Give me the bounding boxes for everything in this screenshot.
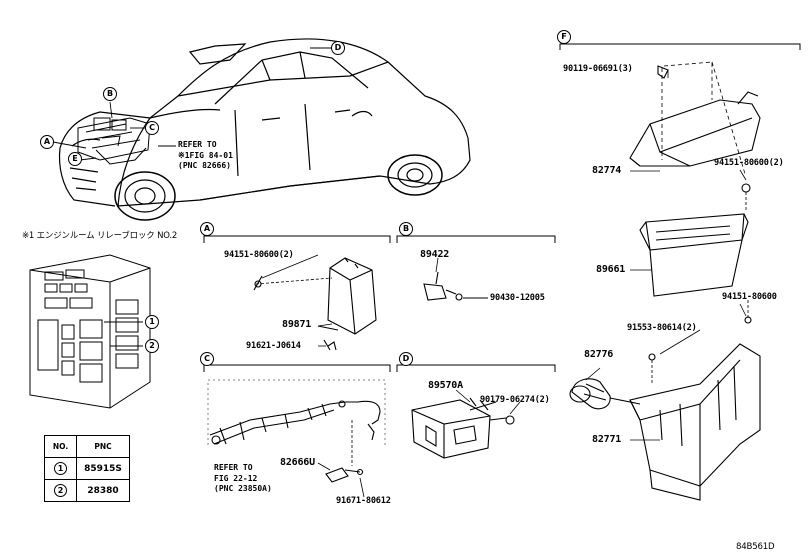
c-refer-line3: (PNC 23850A) — [214, 484, 272, 493]
part-82774: 82774 — [592, 165, 622, 176]
section-b-drawing — [423, 271, 488, 301]
section-b-tag: B — [399, 222, 413, 236]
part-82776: 82776 — [584, 349, 614, 360]
c-refer-line1: REFER TO — [214, 463, 253, 472]
car-illustration — [58, 38, 471, 221]
part-91621-j0614: 91621-J0614 — [246, 341, 301, 351]
pnc-row-no: 1 — [54, 462, 67, 475]
section-d-tag: D — [399, 352, 413, 366]
car-refer-line2: FIG 84-01 — [189, 150, 233, 160]
pnc-table: NO. PNC 1 85915S 2 28380 — [44, 435, 130, 502]
pnc-header-no: NO. — [44, 435, 77, 458]
relay-callout-2: 2 — [145, 339, 159, 353]
car-refer-line1: REFER TO — [178, 140, 217, 149]
part-89871: 89871 — [282, 319, 312, 330]
callout-a: A — [40, 135, 54, 149]
part-90119-06691: 90119-06691(3) — [563, 64, 633, 74]
car-refer-line3: (PNC 82666) — [178, 161, 231, 170]
part-90179-06274: 90179-06274(2) — [480, 395, 550, 405]
part-90430-12005: 90430-12005 — [490, 293, 545, 303]
relay-block — [29, 254, 151, 409]
relay-block-title: ※1 エンジンルーム リレーブロック NO.2 — [22, 231, 178, 241]
section-c-drawing — [207, 379, 386, 483]
engine-bay — [77, 117, 151, 165]
pnc-row-no: 2 — [54, 484, 67, 497]
car-leaders — [52, 47, 332, 161]
section-f-tag: F — [557, 30, 571, 44]
pnc-header-pnc: PNC — [76, 435, 130, 458]
table-row: 1 85915S — [44, 457, 130, 480]
part-89661: 89661 — [596, 264, 626, 275]
pnc-row-value: 28380 — [76, 479, 130, 502]
part-89422: 89422 — [420, 249, 450, 260]
callout-b: B — [103, 87, 117, 101]
part-91671-80612: 91671-80612 — [336, 496, 391, 506]
callout-c: C — [145, 121, 159, 135]
section-f-drawing — [569, 61, 761, 501]
callout-d: D — [331, 41, 345, 55]
section-bars — [203, 43, 801, 372]
part-91553-80614: 91553-80614(2) — [627, 323, 697, 333]
section-a-tag: A — [200, 222, 214, 236]
part-94151-80600-a: 94151-80600(2) — [224, 250, 294, 260]
section-a-drawing — [253, 257, 377, 351]
relay-callout-1: 1 — [145, 315, 159, 329]
part-82771: 82771 — [592, 434, 622, 445]
pnc-row-value: 85915S — [76, 457, 130, 480]
section-d-drawing — [411, 397, 515, 459]
callout-e: E — [68, 152, 82, 166]
diagram-code: 84B561D — [736, 542, 775, 552]
section-c-tag: C — [200, 352, 214, 366]
part-89570a: 89570A — [428, 380, 463, 391]
table-row: 2 28380 — [44, 479, 130, 502]
c-refer-line2: FIG 22-12 — [214, 473, 258, 483]
car-refer-note: REFER TO ※1FIG 84-01 (PNC 82666) — [178, 140, 233, 172]
pnc-table-header: NO. PNC — [44, 435, 130, 458]
part-94151-80600-f1: 94151-80600(2) — [714, 158, 784, 168]
part-82666u: 82666U — [280, 457, 315, 468]
car-refer-mark: ※1 — [178, 150, 190, 160]
label-leaders — [261, 70, 747, 498]
section-c-refer-note: REFER TO FIG 22-12 (PNC 23850A) — [214, 463, 272, 495]
part-94151-80600-f2: 94151-80600 — [722, 292, 777, 302]
